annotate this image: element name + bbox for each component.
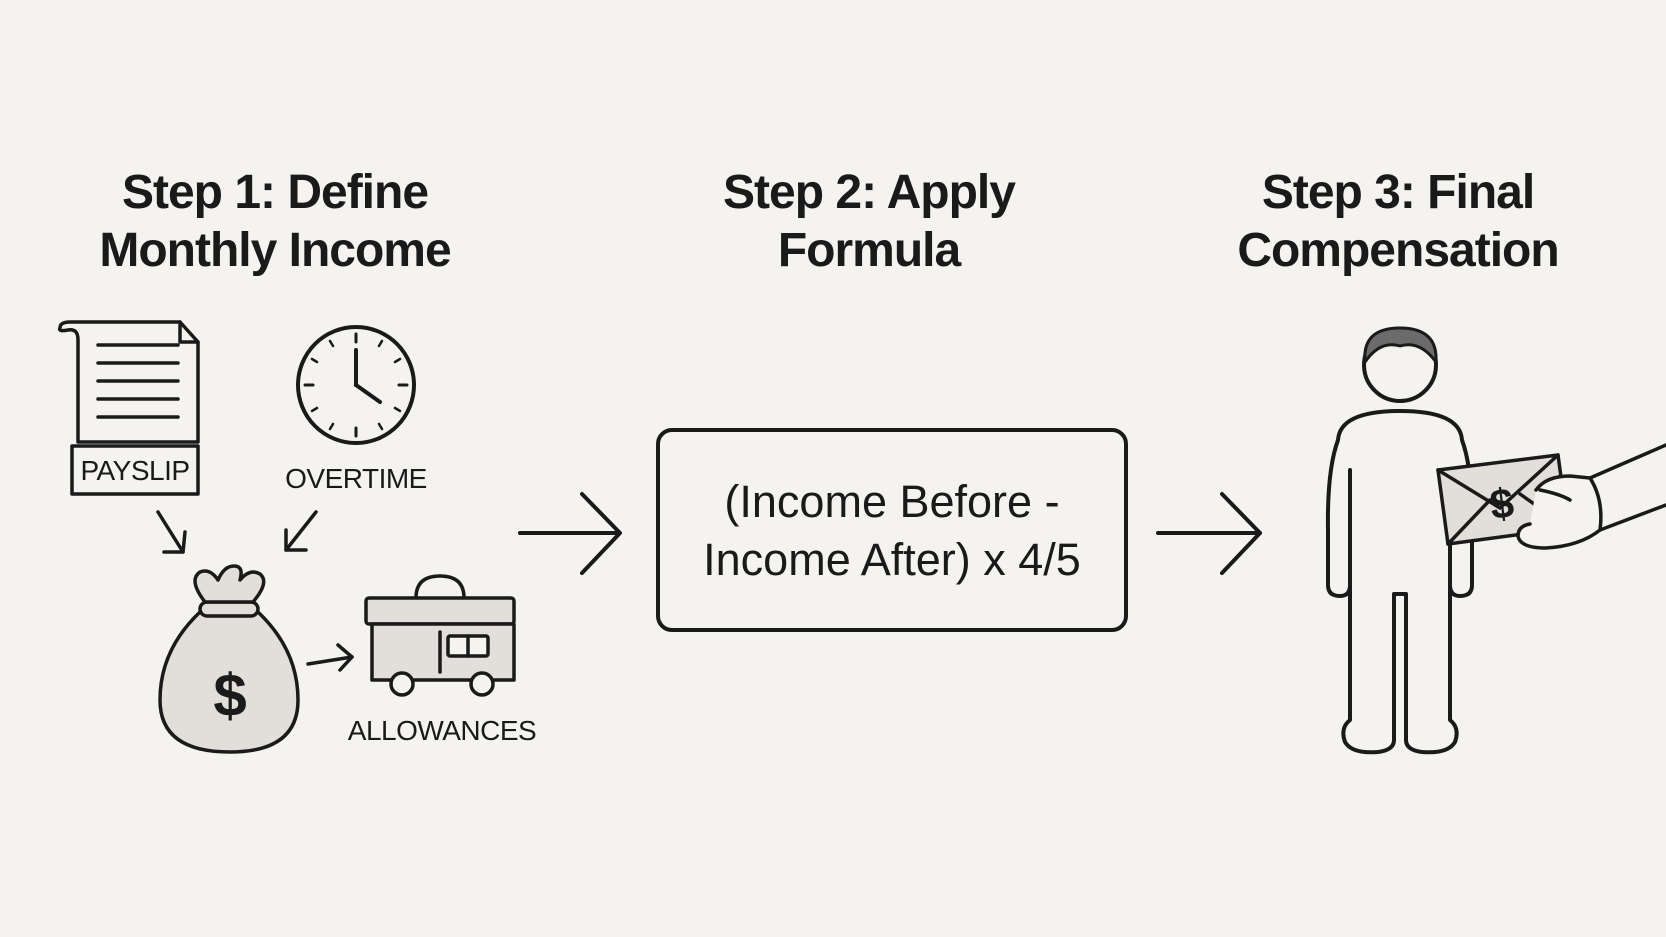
hand-icon xyxy=(1516,443,1666,550)
truck-icon xyxy=(364,574,516,697)
step-2-heading-line-2: Formula xyxy=(778,224,962,277)
arrow-step1-to-step2 xyxy=(518,492,622,575)
step-3-heading: Step 3: Final Compensation xyxy=(1237,166,1559,277)
arrow-payslip-to-bag xyxy=(156,510,187,554)
overtime-label: OVERTIME xyxy=(285,463,427,494)
allowances-label: ALLOWANCES xyxy=(348,715,536,746)
step-1-heading-line-1: Step 1: Define xyxy=(122,166,428,219)
formula-box xyxy=(656,428,1128,632)
envelope-dollar-sign: $ xyxy=(1487,479,1516,528)
payslip-document-icon xyxy=(57,320,200,496)
step-3-heading-line-1: Step 3: Final xyxy=(1262,166,1534,219)
step-2-heading: Step 2: Apply Formula xyxy=(723,166,1017,277)
formula-line-2: Income After) x 4/5 xyxy=(703,534,1081,585)
person-icon xyxy=(1325,326,1475,755)
clock-icon xyxy=(296,325,416,445)
arrow-overtime-to-bag xyxy=(284,510,318,552)
step-2-heading-line-1: Step 2: Apply xyxy=(723,166,1016,219)
payslip-label: PAYSLIP xyxy=(80,455,189,486)
arrow-bag-to-truck xyxy=(306,643,354,672)
arrow-step2-to-step3 xyxy=(1156,492,1262,575)
money-bag-dollar-sign: $ xyxy=(213,662,246,729)
money-bag-icon xyxy=(158,564,300,754)
formula-line-1: (Income Before - xyxy=(724,476,1059,527)
step-3-heading-line-2: Compensation xyxy=(1237,224,1558,277)
step-1-heading: Step 1: Define Monthly Income xyxy=(99,166,452,277)
step-1-heading-line-2: Monthly Income xyxy=(99,224,451,277)
